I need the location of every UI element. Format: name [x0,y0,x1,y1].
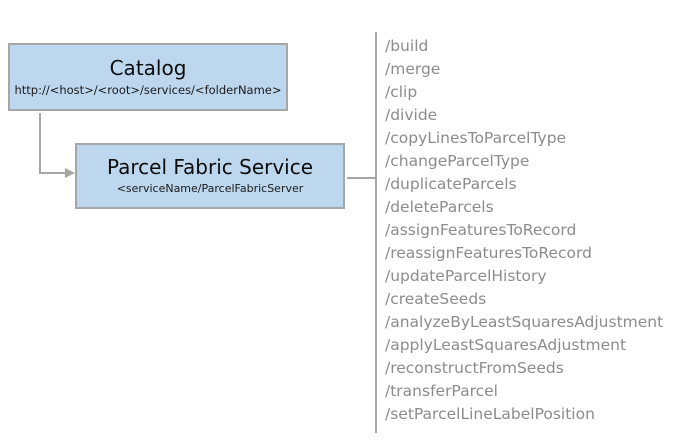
operation-item: /merge [385,60,441,78]
connector-elbow-horizontal [39,172,66,174]
operation-item: /changeParcelType [385,152,530,170]
operation-item: /updateParcelHistory [385,267,547,285]
catalog-url-template: http://<host>/<root>/services/<folderNam… [14,83,282,97]
operation-item: /assignFeaturesToRecord [385,221,577,239]
operation-item: /clip [385,83,418,101]
operation-item: /reconstructFromSeeds [385,359,564,377]
operations-list: /build /merge /clip /divide /copyLinesTo… [385,35,690,426]
operation-item: /copyLinesToParcelType [385,129,567,147]
catalog-box: Catalog http://<host>/<root>/services/<f… [8,43,288,111]
operation-item: /createSeeds [385,290,487,308]
operation-item: /setParcelLineLabelPosition [385,405,595,423]
operation-item: /build [385,37,429,55]
catalog-title: Catalog [109,56,187,80]
operation-item: /analyzeByLeastSquaresAdjustment [385,313,664,331]
operation-item: /duplicateParcels [385,175,517,193]
operation-item: /deleteParcels [385,198,494,216]
connector-service-to-list [347,177,375,179]
operation-item: /transferParcel [385,382,498,400]
arrowhead-icon [65,168,75,178]
operations-divider-line [375,32,377,433]
service-subtitle: <serviceName/ParcelFabricServer [116,182,304,195]
connector-elbow-vertical [39,113,41,174]
service-box: Parcel Fabric Service <serviceName/Parce… [75,143,345,209]
operation-item: /reassignFeaturesToRecord [385,244,592,262]
operation-item: /divide [385,106,438,124]
service-title: Parcel Fabric Service [106,155,314,179]
operation-item: /applyLeastSquaresAdjustment [385,336,627,354]
